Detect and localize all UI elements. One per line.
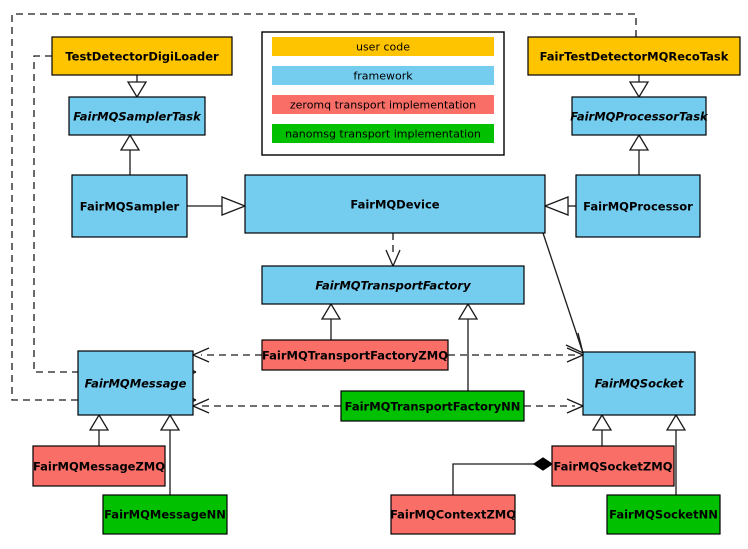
arrowhead-sampler-to-device — [221, 196, 247, 216]
node-fairmqsocketnn[interactable]: FairMQSocketNN — [606, 494, 721, 535]
legend-swatch-zeromq — [272, 95, 494, 114]
node-fairmqsampler[interactable]: FairMQSampler — [71, 174, 188, 238]
node-box[interactable] — [102, 494, 228, 535]
arrowhead-tfnn-to-message — [192, 398, 210, 414]
arrowhead-device-to-transportfactory — [385, 249, 401, 267]
node-box[interactable] — [606, 494, 721, 535]
node-fairmqprocessor[interactable]: FairMQProcessor — [575, 174, 701, 238]
node-box[interactable] — [244, 174, 546, 234]
arrowhead-sampler-to-samplertask — [119, 133, 141, 151]
arrowhead-messagenn-to-message — [159, 413, 181, 431]
node-testdetectordigiloader[interactable]: TestDetectorDigiLoader — [51, 36, 233, 76]
arrowhead-socketzmq-to-socket — [591, 413, 613, 431]
node-box[interactable] — [32, 445, 166, 487]
node-fairmqdevice[interactable]: FairMQDevice — [244, 174, 546, 234]
node-fairtestdetectormqrecotask[interactable]: FairTestDetectorMQRecoTask — [527, 36, 741, 76]
arrowhead-tfzmq-to-socket — [566, 347, 584, 363]
node-box[interactable] — [571, 96, 707, 136]
edge-contextzmq-to-socketzmq — [452, 463, 534, 495]
node-box[interactable] — [261, 265, 525, 305]
node-box[interactable] — [51, 36, 233, 76]
edge-recotask-to-message — [11, 13, 637, 401]
diamond-contextzmq-to-socketzmq — [532, 457, 554, 471]
node-fairmqsocket[interactable]: FairMQSocket — [582, 351, 696, 416]
node-box[interactable] — [575, 174, 701, 238]
node-fairmqmessagezmq[interactable]: FairMQMessageZMQ — [32, 445, 166, 487]
node-box[interactable] — [527, 36, 741, 76]
arrowhead-socketnn-to-socket — [665, 413, 687, 431]
arrowhead-tfzmq-to-message — [192, 347, 210, 363]
node-fairmqtransportfactoryzmq[interactable]: FairMQTransportFactoryZMQ — [261, 339, 449, 371]
node-box[interactable] — [390, 494, 516, 535]
node-box[interactable] — [77, 350, 194, 416]
arrowhead-device-to-socket — [565, 332, 584, 354]
node-box[interactable] — [71, 174, 188, 238]
arrowhead-tfzmq-to-transportfactory — [320, 302, 342, 320]
node-box[interactable] — [551, 445, 675, 487]
arrowhead-processor-to-processortask — [628, 133, 650, 151]
node-fairmqtransportfactory[interactable]: FairMQTransportFactory — [261, 265, 525, 305]
node-fairmqmessagenn[interactable]: FairMQMessageNN — [102, 494, 228, 535]
arrowhead-tfnn-to-socket — [566, 398, 584, 414]
node-fairmqprocessortask[interactable]: FairMQProcessorTask — [570, 96, 709, 136]
arrowhead-processor-to-device — [543, 196, 569, 216]
node-box[interactable] — [340, 390, 525, 422]
node-fairmqsamplertask[interactable]: FairMQSamplerTask — [68, 96, 206, 136]
legend-swatch-framework — [272, 66, 494, 85]
node-fairmqtransportfactorynn[interactable]: FairMQTransportFactoryNN — [340, 390, 525, 422]
node-fairmqmessage[interactable]: FairMQMessage — [77, 350, 194, 416]
arrowhead-tfnn-to-transportfactory — [457, 302, 479, 320]
legend: user code framework zeromq transport imp… — [261, 31, 505, 156]
arrowhead-digiloader-to-samplertask — [126, 81, 148, 99]
arrowhead-recotask-to-processortask — [628, 81, 650, 99]
legend-swatch-nanomsg — [272, 124, 494, 143]
node-box[interactable] — [261, 339, 449, 371]
node-box[interactable] — [68, 96, 206, 136]
node-box[interactable] — [582, 351, 696, 416]
arrowhead-messagezmq-to-message — [88, 413, 110, 431]
node-fairmqsocketzmq[interactable]: FairMQSocketZMQ — [551, 445, 675, 487]
node-fairmqcontextzmq[interactable]: FairMQContextZMQ — [390, 494, 516, 535]
legend-swatch-user-code — [272, 37, 494, 56]
edge-device-to-socket — [542, 232, 584, 354]
